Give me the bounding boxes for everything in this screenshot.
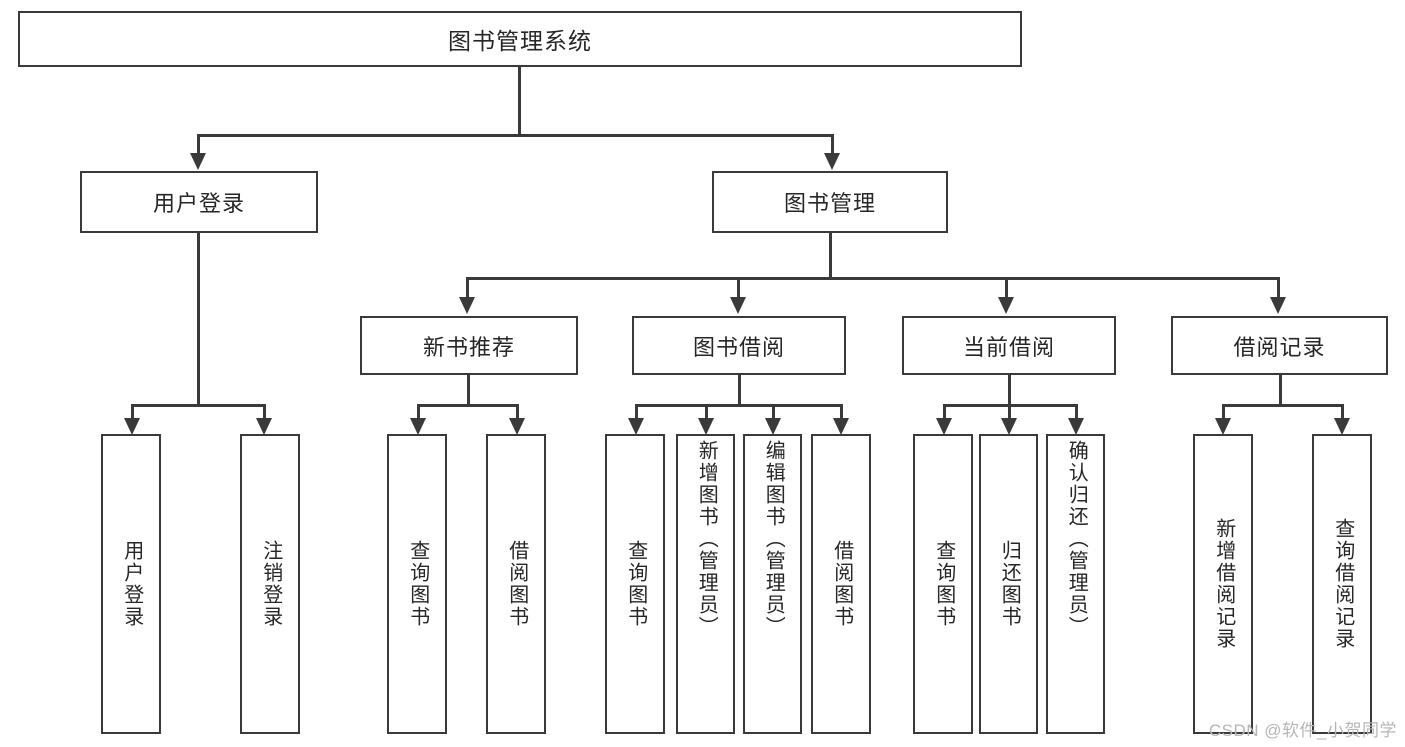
- connector-new-book-rec-bus: [417, 404, 519, 407]
- node-leaf-user-login[interactable]: 用户登录: [101, 434, 161, 734]
- node-label: 借阅图书: [505, 540, 528, 628]
- connector-book-manage-bus: [466, 277, 1280, 280]
- node-borrow-record[interactable]: 借阅记录: [1171, 316, 1388, 375]
- node-book-manage[interactable]: 图书管理: [712, 171, 948, 233]
- arrowhead-to-leaf-query-book-3: [936, 418, 952, 435]
- arrowhead-to-leaf-add-record: [1215, 418, 1231, 435]
- connector-current-borrow-to-leaf-query-book-3: [943, 404, 946, 420]
- connector-new-book-rec-stem: [467, 375, 470, 405]
- csdn-watermark: CSDN @软件_小贺同学: [1208, 721, 1397, 740]
- connector-root-to-user-login: [197, 134, 200, 156]
- connector-new-book-rec-to-leaf-borrow-book-1: [516, 404, 519, 420]
- node-label: 新增图书（管理员）: [695, 440, 718, 638]
- connector-current-borrow-to-leaf-return-book: [1008, 404, 1011, 420]
- connector-book-borrow-to-leaf-query-book-2: [635, 404, 638, 420]
- connector-borrow-record-stem: [1279, 375, 1282, 405]
- node-label: 借阅图书: [830, 540, 853, 628]
- node-label: 归还图书: [998, 540, 1021, 628]
- connector-borrow-record-to-leaf-query-record: [1341, 404, 1344, 420]
- connector-user-login-to-leaf-user-login: [131, 404, 134, 420]
- node-leaf-edit-book[interactable]: 编辑图书（管理员）: [743, 434, 802, 734]
- node-leaf-add-record[interactable]: 新增借阅记录: [1193, 434, 1253, 734]
- node-user-login[interactable]: 用户登录: [80, 171, 318, 233]
- arrowhead-to-leaf-query-record: [1334, 418, 1350, 435]
- connector-new-book-rec-to-leaf-query-book-1: [417, 404, 420, 420]
- arrowhead-to-leaf-confirm-return: [1068, 418, 1084, 435]
- connector-book-borrow-stem: [738, 375, 741, 405]
- arrowhead-to-leaf-query-book-1: [410, 418, 426, 435]
- node-label: 用户登录: [152, 191, 245, 216]
- connector-bus-to-current-borrow: [1005, 277, 1008, 299]
- connector-borrow-record-bus: [1222, 404, 1344, 407]
- arrowhead-to-leaf-query-book-2: [628, 418, 644, 435]
- node-label: 确认归还（管理员）: [1065, 440, 1088, 638]
- node-leaf-return-book[interactable]: 归还图书: [979, 434, 1038, 734]
- arrowhead-to-leaf-borrow-book-2: [833, 418, 849, 435]
- connector-user-login-bus: [131, 404, 265, 407]
- node-label: 新书推荐: [422, 334, 515, 360]
- connector-root-bus: [197, 134, 834, 137]
- arrowhead-root-to-book-manage: [824, 153, 840, 170]
- node-leaf-query-book-3[interactable]: 查询图书: [913, 434, 973, 734]
- arrowhead-to-leaf-user-login: [124, 418, 140, 435]
- node-label: 查询图书: [624, 540, 647, 628]
- node-new-book-rec[interactable]: 新书推荐: [360, 316, 578, 375]
- node-leaf-query-book-1[interactable]: 查询图书: [387, 434, 447, 734]
- arrowhead-to-current-borrow: [998, 297, 1014, 314]
- connector-user-login-stem: [197, 233, 200, 406]
- arrowhead-to-leaf-return-book: [1001, 418, 1017, 435]
- node-book-borrow[interactable]: 图书借阅: [632, 316, 846, 375]
- connector-book-manage-stem: [829, 233, 832, 278]
- node-label: 查询借阅记录: [1331, 518, 1354, 650]
- node-leaf-confirm-return[interactable]: 确认归还（管理员）: [1046, 434, 1105, 734]
- connector-user-login-to-leaf-logout: [263, 404, 266, 420]
- node-label: 新增借阅记录: [1212, 518, 1235, 650]
- connector-bus-to-book-borrow: [737, 277, 740, 299]
- connector-current-borrow-to-leaf-confirm-return: [1075, 404, 1078, 420]
- node-leaf-borrow-book-1[interactable]: 借阅图书: [486, 434, 546, 734]
- node-leaf-query-record[interactable]: 查询借阅记录: [1312, 434, 1372, 734]
- arrowhead-to-leaf-edit-book: [765, 418, 781, 435]
- node-label: 图书管理系统: [448, 28, 592, 54]
- arrowhead-root-to-user-login: [190, 153, 206, 170]
- arrowhead-to-new-book-rec: [459, 297, 475, 314]
- node-label: 查询图书: [406, 540, 429, 628]
- arrowhead-to-borrow-record: [1270, 297, 1286, 314]
- arrowhead-to-book-borrow: [730, 297, 746, 314]
- node-label: 图书借阅: [692, 334, 785, 360]
- node-leaf-add-book[interactable]: 新增图书（管理员）: [676, 434, 735, 734]
- connector-root-stem: [518, 67, 521, 135]
- node-leaf-query-book-2[interactable]: 查询图书: [605, 434, 665, 734]
- arrowhead-to-leaf-logout: [256, 418, 272, 435]
- connector-book-borrow-to-leaf-add-book: [705, 404, 708, 420]
- connector-book-borrow-to-leaf-borrow-book-2: [840, 404, 843, 420]
- arrowhead-to-leaf-add-book: [698, 418, 714, 435]
- connector-root-to-book-manage: [831, 134, 834, 156]
- arrowhead-to-leaf-borrow-book-1: [509, 418, 525, 435]
- node-label: 图书管理: [783, 191, 876, 216]
- node-label: 用户登录: [120, 540, 143, 628]
- node-label: 注销登录: [259, 540, 282, 628]
- connector-book-borrow-to-leaf-edit-book: [772, 404, 775, 420]
- node-label: 当前借阅: [962, 334, 1055, 360]
- node-current-borrow[interactable]: 当前借阅: [902, 316, 1116, 375]
- node-leaf-borrow-book-2[interactable]: 借阅图书: [811, 434, 871, 734]
- connector-bus-to-borrow-record: [1277, 277, 1280, 299]
- node-root-book-management-system[interactable]: 图书管理系统: [18, 11, 1022, 67]
- node-label: 编辑图书（管理员）: [762, 440, 785, 638]
- connector-current-borrow-stem: [1008, 375, 1011, 405]
- node-label: 查询图书: [932, 540, 955, 628]
- connector-borrow-record-to-leaf-add-record: [1222, 404, 1225, 420]
- node-leaf-logout[interactable]: 注销登录: [240, 434, 300, 734]
- node-label: 借阅记录: [1233, 334, 1326, 360]
- connector-bus-to-new-book-rec: [466, 277, 469, 299]
- connector-book-borrow-bus: [635, 404, 843, 407]
